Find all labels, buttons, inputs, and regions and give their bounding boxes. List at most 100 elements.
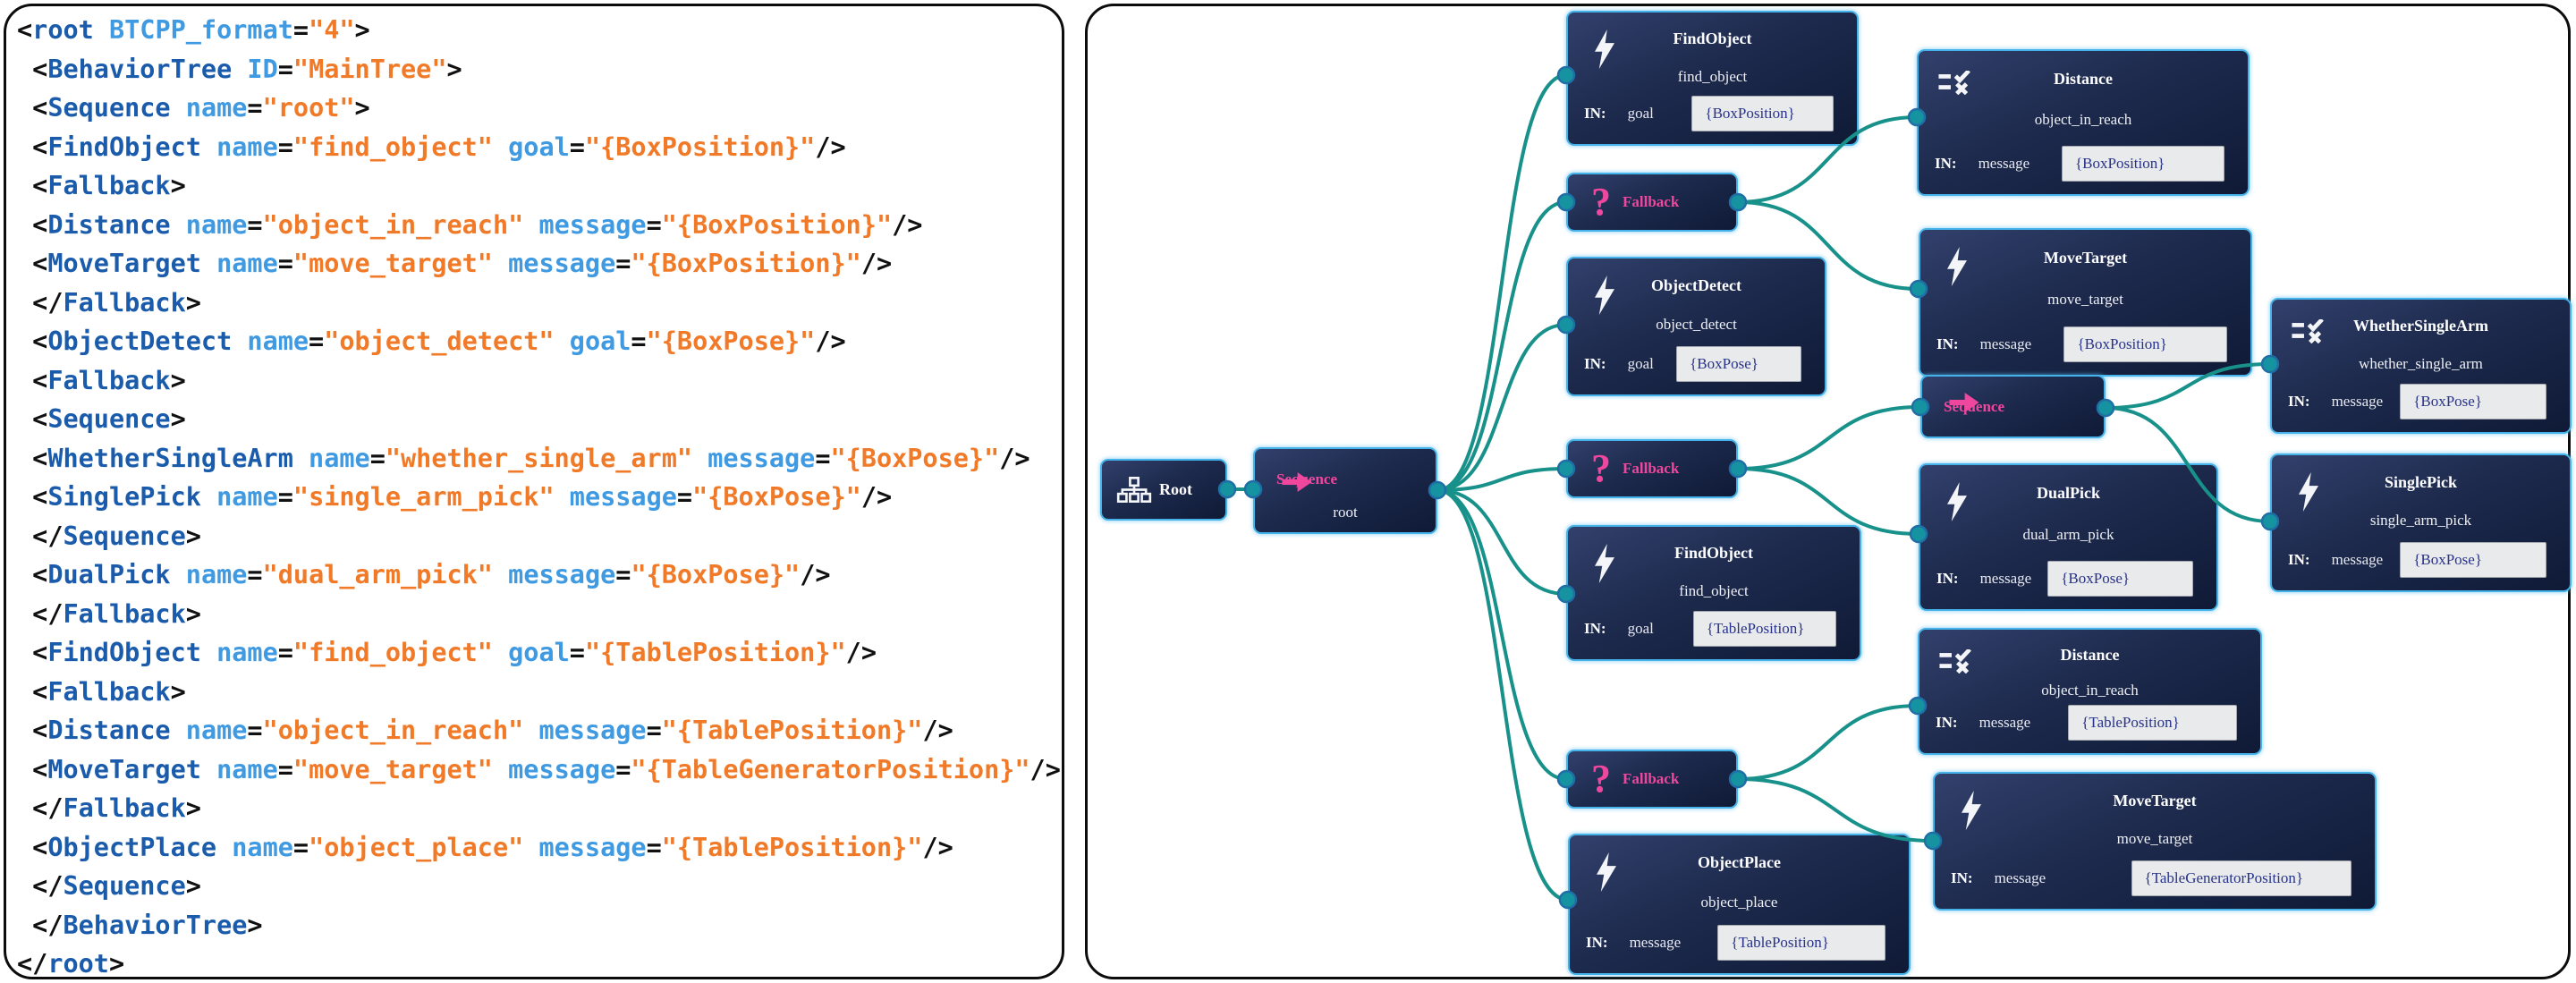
in-label: IN: xyxy=(1935,155,1957,172)
in-label: IN: xyxy=(1586,934,1608,951)
bt-action-node[interactable]: MoveTarget move_target IN: message {BoxP… xyxy=(1919,228,2252,377)
port-label: goal xyxy=(1627,355,1654,372)
bt-sequence-node[interactable]: Sequence xyxy=(1920,375,2106,438)
input-port-row: IN: message {BoxPose} xyxy=(2272,383,2570,420)
node-subtitle: move_target xyxy=(2047,291,2123,309)
code-line: <BehaviorTree ID="MainTree"> xyxy=(17,54,462,84)
in-label: IN: xyxy=(2288,551,2310,568)
code-line: </Sequence> xyxy=(17,871,201,901)
bt-action-node[interactable]: FindObject find_object IN: goal {TablePo… xyxy=(1566,525,1861,661)
input-port-row: IN: goal {TablePosition} xyxy=(1568,610,1860,648)
sequence-node-header: Sequence xyxy=(1922,377,2104,436)
code-line: <Sequence> xyxy=(17,404,186,434)
code-line: </BehaviorTree> xyxy=(17,910,263,940)
port-value[interactable]: {BoxPosition} xyxy=(2062,146,2224,182)
lightning-icon xyxy=(1595,275,1614,316)
bt-action-node[interactable]: ObjectPlace object_place IN: message {Ta… xyxy=(1568,834,1911,975)
node-subtitle: object_detect xyxy=(1656,315,1737,333)
code-line: <root BTCPP_format="4"> xyxy=(17,15,370,45)
node-title: DualPick xyxy=(2036,483,2100,502)
in-label: IN: xyxy=(1584,105,1606,122)
node-subtitle: find_object xyxy=(1679,582,1749,600)
code-line: <MoveTarget name="move_target" message="… xyxy=(17,249,893,278)
node-title: Fallback xyxy=(1623,770,1680,787)
xml-code: <root BTCPP_format="4"> <BehaviorTree ID… xyxy=(17,11,1061,977)
code-line: <DualPick name="dual_arm_pick" message="… xyxy=(17,560,831,589)
bt-action-node[interactable]: FindObject find_object IN: goal {BoxPosi… xyxy=(1566,11,1859,146)
port-value[interactable]: {BoxPose} xyxy=(2400,384,2546,419)
lightning-icon xyxy=(1595,543,1614,584)
port-label: message xyxy=(1979,570,2032,587)
checklist-icon xyxy=(1939,648,1971,674)
bt-action-node[interactable]: DualPick dual_arm_pick IN: message {BoxP… xyxy=(1919,463,2218,611)
port-value[interactable]: {TablePosition} xyxy=(1692,611,1836,647)
input-port-row: IN: message {TablePosition} xyxy=(1570,924,1909,962)
port-label: message xyxy=(1629,934,1682,951)
node-title: Fallback xyxy=(1623,460,1680,477)
in-label: IN: xyxy=(2288,393,2310,410)
node-title: ObjectPlace xyxy=(1698,853,1781,872)
xml-code-panel[interactable]: <root BTCPP_format="4"> <BehaviorTree ID… xyxy=(4,4,1064,979)
port-label: message xyxy=(1979,714,2031,731)
in-label: IN: xyxy=(1936,714,1958,731)
bt-root-node[interactable]: Root xyxy=(1100,459,1227,521)
node-title: Distance xyxy=(2054,69,2113,88)
code-line: <ObjectDetect name="object_detect" goal=… xyxy=(17,326,846,356)
node-title: FindObject xyxy=(1674,544,1753,563)
bt-fallback-node[interactable]: ? Fallback xyxy=(1566,750,1738,809)
bt-fallback-node[interactable]: ? Fallback xyxy=(1566,439,1738,498)
input-port-row: IN: message {TablePosition} xyxy=(1919,704,2260,741)
node-subtitle: dual_arm_pick xyxy=(2022,525,2114,543)
node-subtitle: object_place xyxy=(1700,893,1778,911)
bt-action-node[interactable]: MoveTarget move_target IN: message {Tabl… xyxy=(1933,772,2377,911)
port-value[interactable]: {BoxPosition} xyxy=(2063,326,2227,362)
port-value[interactable]: {BoxPose} xyxy=(2047,561,2193,597)
code-line: <Fallback> xyxy=(17,676,186,707)
port-value[interactable]: {BoxPose} xyxy=(1676,346,1801,382)
port-value[interactable]: {BoxPose} xyxy=(2400,542,2546,578)
node-title: Distance xyxy=(2060,645,2120,664)
port-label: message xyxy=(1979,335,2032,352)
bt-condition-node[interactable]: WhetherSingleArm whether_single_arm IN: … xyxy=(2270,298,2572,434)
node-subtitle: find_object xyxy=(1677,67,1748,85)
question-mark-icon: ? xyxy=(1591,757,1611,801)
lightning-icon xyxy=(2299,471,2318,513)
node-title: FindObject xyxy=(1673,30,1752,48)
lightning-icon xyxy=(1597,852,1616,893)
node-subtitle: whether_single_arm xyxy=(2359,355,2483,373)
bt-fallback-node[interactable]: ? Fallback xyxy=(1566,173,1738,232)
input-port-row: IN: message {BoxPosition} xyxy=(1920,326,2250,363)
input-port-row: IN: message {BoxPosition} xyxy=(1919,145,2248,182)
arrow-right-icon xyxy=(1282,472,1312,492)
code-line: <Sequence name="root"> xyxy=(17,93,370,123)
code-line: <Distance name="object_in_reach" message… xyxy=(17,716,953,745)
code-line: <Distance name="object_in_reach" message… xyxy=(17,209,923,240)
bt-condition-node[interactable]: Distance object_in_reach IN: message {Bo… xyxy=(1917,49,2250,196)
in-label: IN: xyxy=(1584,620,1606,637)
bt-condition-node[interactable]: Distance object_in_reach IN: message {Ta… xyxy=(1918,628,2262,755)
port-label: goal xyxy=(1627,105,1654,122)
lightning-icon xyxy=(1595,29,1614,70)
bt-sequence-node[interactable]: Sequence root xyxy=(1253,447,1437,534)
checklist-icon xyxy=(1938,69,1970,96)
bt-action-node[interactable]: ObjectDetect object_detect IN: goal {Box… xyxy=(1566,257,1826,396)
port-value[interactable]: {TableGeneratorPosition} xyxy=(2131,860,2351,896)
in-label: IN: xyxy=(1936,570,1959,587)
port-value[interactable]: {BoxPosition} xyxy=(1691,96,1834,131)
port-label: message xyxy=(1978,155,2030,172)
code-line: </Fallback> xyxy=(17,793,201,823)
node-title: ObjectDetect xyxy=(1651,275,1741,294)
tree-hierarchy-icon xyxy=(1116,477,1152,503)
in-label: IN: xyxy=(1936,335,1959,352)
port-value[interactable]: {TablePosition} xyxy=(2068,705,2237,741)
lightning-icon xyxy=(1962,790,1981,831)
port-value[interactable]: {TablePosition} xyxy=(1717,925,1885,961)
port-label: message xyxy=(2331,551,2384,568)
bt-action-node[interactable]: SinglePick single_arm_pick IN: message {… xyxy=(2270,453,2572,592)
node-title: WhetherSingleArm xyxy=(2353,317,2488,335)
code-line: <Fallback> xyxy=(17,365,186,395)
lightning-icon xyxy=(1947,246,1967,287)
code-line: <Fallback> xyxy=(17,171,186,200)
node-title: Fallback xyxy=(1623,193,1680,210)
code-line: <WhetherSingleArm name="whether_single_a… xyxy=(17,443,1030,473)
